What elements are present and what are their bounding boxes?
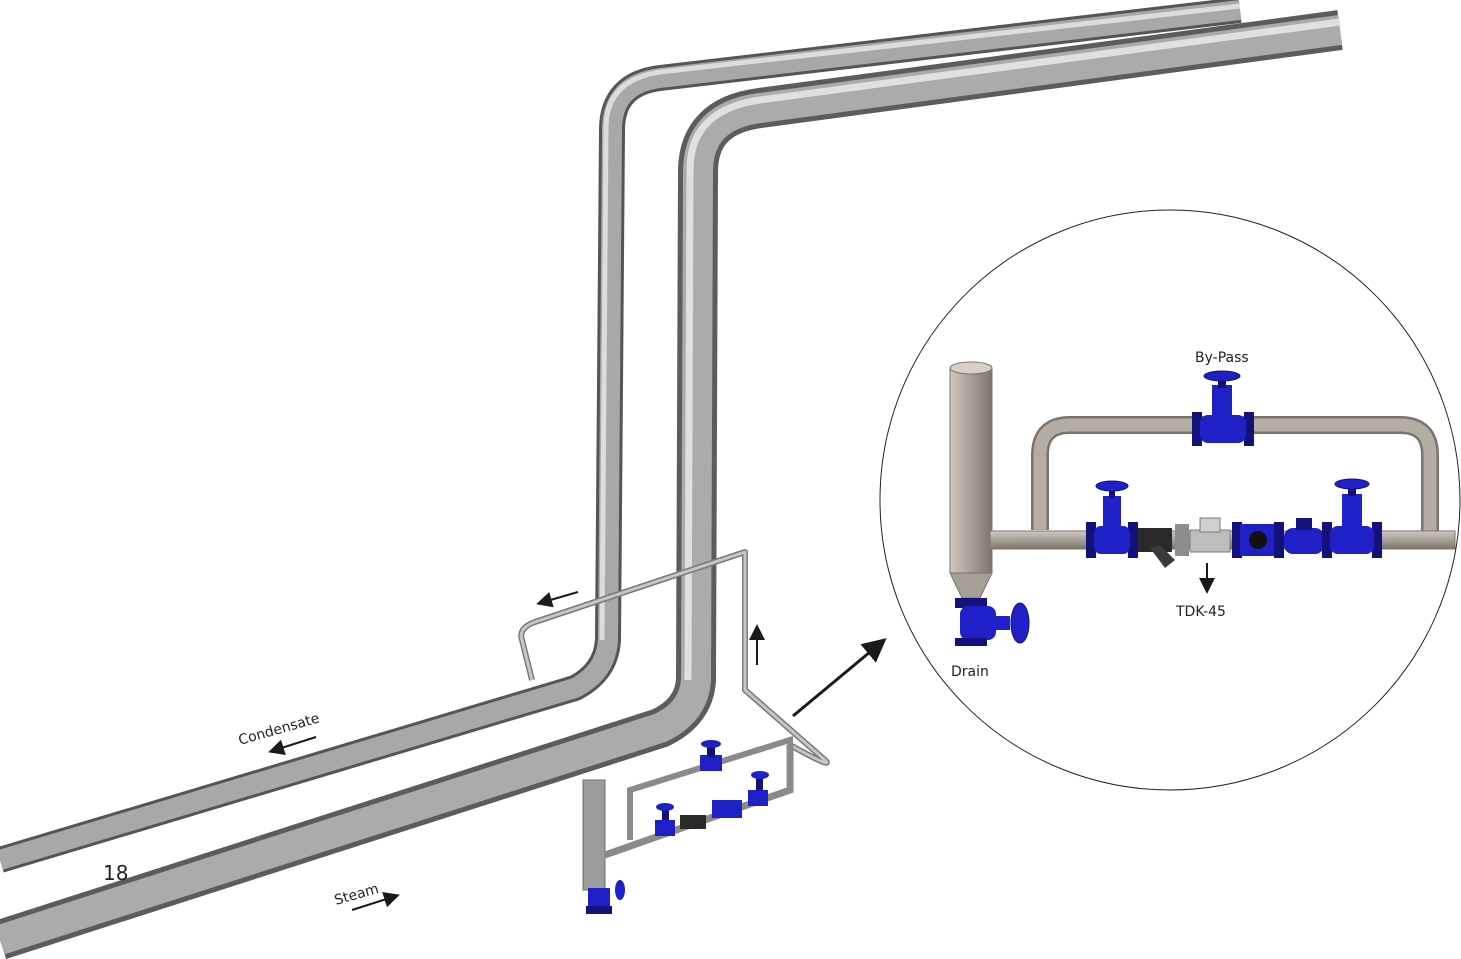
small-trap-assembly: [518, 549, 830, 914]
flow-arrow-return: [536, 591, 579, 608]
steam-trap: [1175, 517, 1231, 556]
detail-view: By-Pass Drain TDK-45: [879, 209, 1461, 791]
drain-valve: [955, 598, 1030, 646]
sight-glass: [1232, 522, 1284, 558]
check-valve: [1284, 518, 1324, 554]
small-drain-valve: [586, 880, 625, 914]
condensate-label: Condensate: [237, 710, 322, 748]
trap-model-label: TDK-45: [1175, 604, 1226, 620]
bypass-valve: [1192, 370, 1254, 446]
inlet-valve: [1086, 480, 1138, 558]
bypass-label: By-Pass: [1195, 350, 1249, 366]
steam-flow-arrow: [351, 892, 400, 911]
strainer: [1138, 528, 1175, 568]
small-inline-valves: [655, 771, 769, 836]
small-bypass-valve: [700, 740, 722, 771]
detail-pointer-arrow: [792, 638, 887, 718]
steam-main-pipe: [0, 10, 1343, 959]
page-number: 18: [103, 861, 128, 885]
condensate-pipe: [0, 0, 1242, 873]
drain-label: Drain: [951, 664, 989, 680]
detail-circle: [879, 209, 1461, 791]
outlet-valve: [1322, 478, 1382, 558]
condensate-flow-arrow: [268, 736, 317, 755]
steam-label: Steam: [333, 881, 381, 909]
